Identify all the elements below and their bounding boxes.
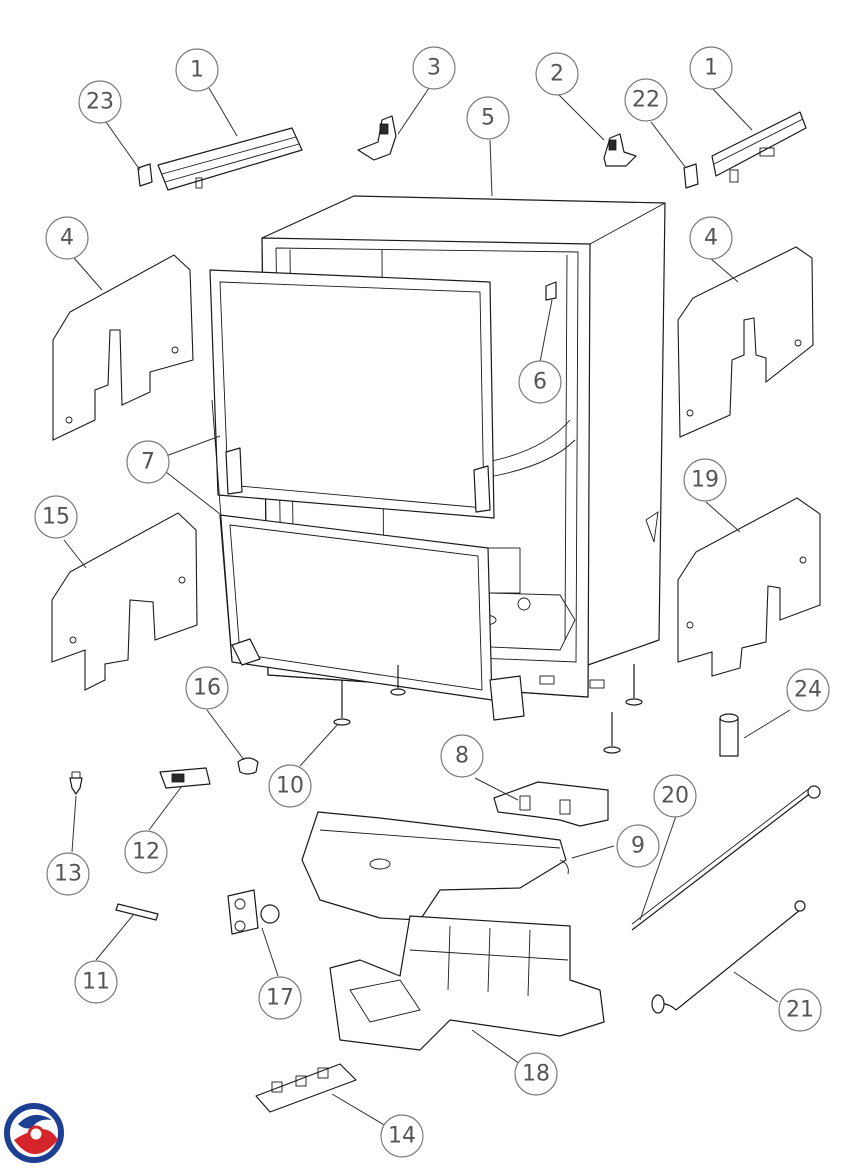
part-9-base-cover [301,811,569,921]
callout-label: 14 [388,1124,416,1149]
callout-14: 14 [380,1114,424,1158]
callout-5: 5 [466,96,510,140]
callout-label: 17 [266,986,294,1011]
part-16-clip [237,757,259,775]
callout-12: 12 [124,830,168,874]
callout-label: 16 [193,676,221,701]
callout-15: 15 [34,495,78,539]
part-3-hinge [357,115,397,161]
callout-3: 3 [412,46,456,90]
part-12-latch [159,767,211,789]
part-4-right-panel [677,246,814,438]
callout-2: 2 [535,52,579,96]
callout-label: 1 [704,56,718,81]
callout-label: 4 [60,226,74,251]
brand-logo-icon [4,1103,64,1163]
callout-18: 18 [514,1052,558,1096]
callout-13: 13 [46,852,90,896]
leader-lines [63,87,791,1127]
part-23-clip [137,163,153,187]
callout-17: 17 [258,976,302,1020]
callout-label: 6 [533,370,547,395]
callout-label: 1 [190,58,204,83]
part-17-valve [227,889,280,935]
callout-1-right: 1 [689,46,733,90]
callout-11: 11 [74,960,118,1004]
callout-9: 9 [616,824,660,868]
callout-label: 10 [276,774,304,799]
callout-16: 16 [185,666,229,710]
part-13-foot [69,771,83,795]
part-2-hinge [603,133,637,167]
part-10-feet [333,664,643,754]
callout-label: 12 [132,840,160,865]
part-8-bracket [493,781,609,827]
callout-label: 19 [691,468,719,493]
callout-24: 24 [786,668,830,712]
callout-8: 8 [440,734,484,778]
part-1-right-rail [711,111,807,183]
part-6-bracket [545,281,557,301]
callout-label: 21 [786,998,814,1023]
part-1-left-rail [157,127,303,191]
part-19-panel [677,497,821,677]
part-20-cable [631,785,821,931]
callout-label: 2 [550,62,564,87]
part-24-spacer [719,713,739,757]
callout-label: 8 [455,744,469,769]
callout-19: 19 [683,458,727,502]
callout-1-left: 1 [175,48,219,92]
part-4-left-panel [52,254,194,441]
callout-21: 21 [778,988,822,1032]
callout-label: 20 [661,784,689,809]
callout-label: 11 [82,970,110,995]
callout-6: 6 [518,360,562,404]
callout-label: 9 [631,834,645,859]
callout-label: 5 [481,106,495,131]
callout-4-left: 4 [45,216,89,260]
callout-label: 7 [141,450,155,475]
callout-23: 23 [78,80,122,124]
part-21-hose [651,900,806,1014]
part-7-frames [209,269,525,721]
callout-label: 15 [42,505,70,530]
part-14-control-board [255,1063,357,1113]
part-15-panel [51,512,198,691]
part-22-clip [683,163,699,189]
callout-label: 3 [427,56,441,81]
callout-20: 20 [653,774,697,818]
callout-label: 22 [632,88,660,113]
part-11-strip [115,903,159,921]
callout-7: 7 [126,440,170,484]
callout-label: 4 [704,226,718,251]
callout-4-right: 4 [689,216,733,260]
callout-label: 23 [86,90,114,115]
callout-22: 22 [624,78,668,122]
callout-label: 24 [794,678,822,703]
part-18-base [329,915,605,1051]
callout-10: 10 [268,764,312,808]
callout-label: 13 [54,862,82,887]
callout-label: 18 [522,1062,550,1087]
